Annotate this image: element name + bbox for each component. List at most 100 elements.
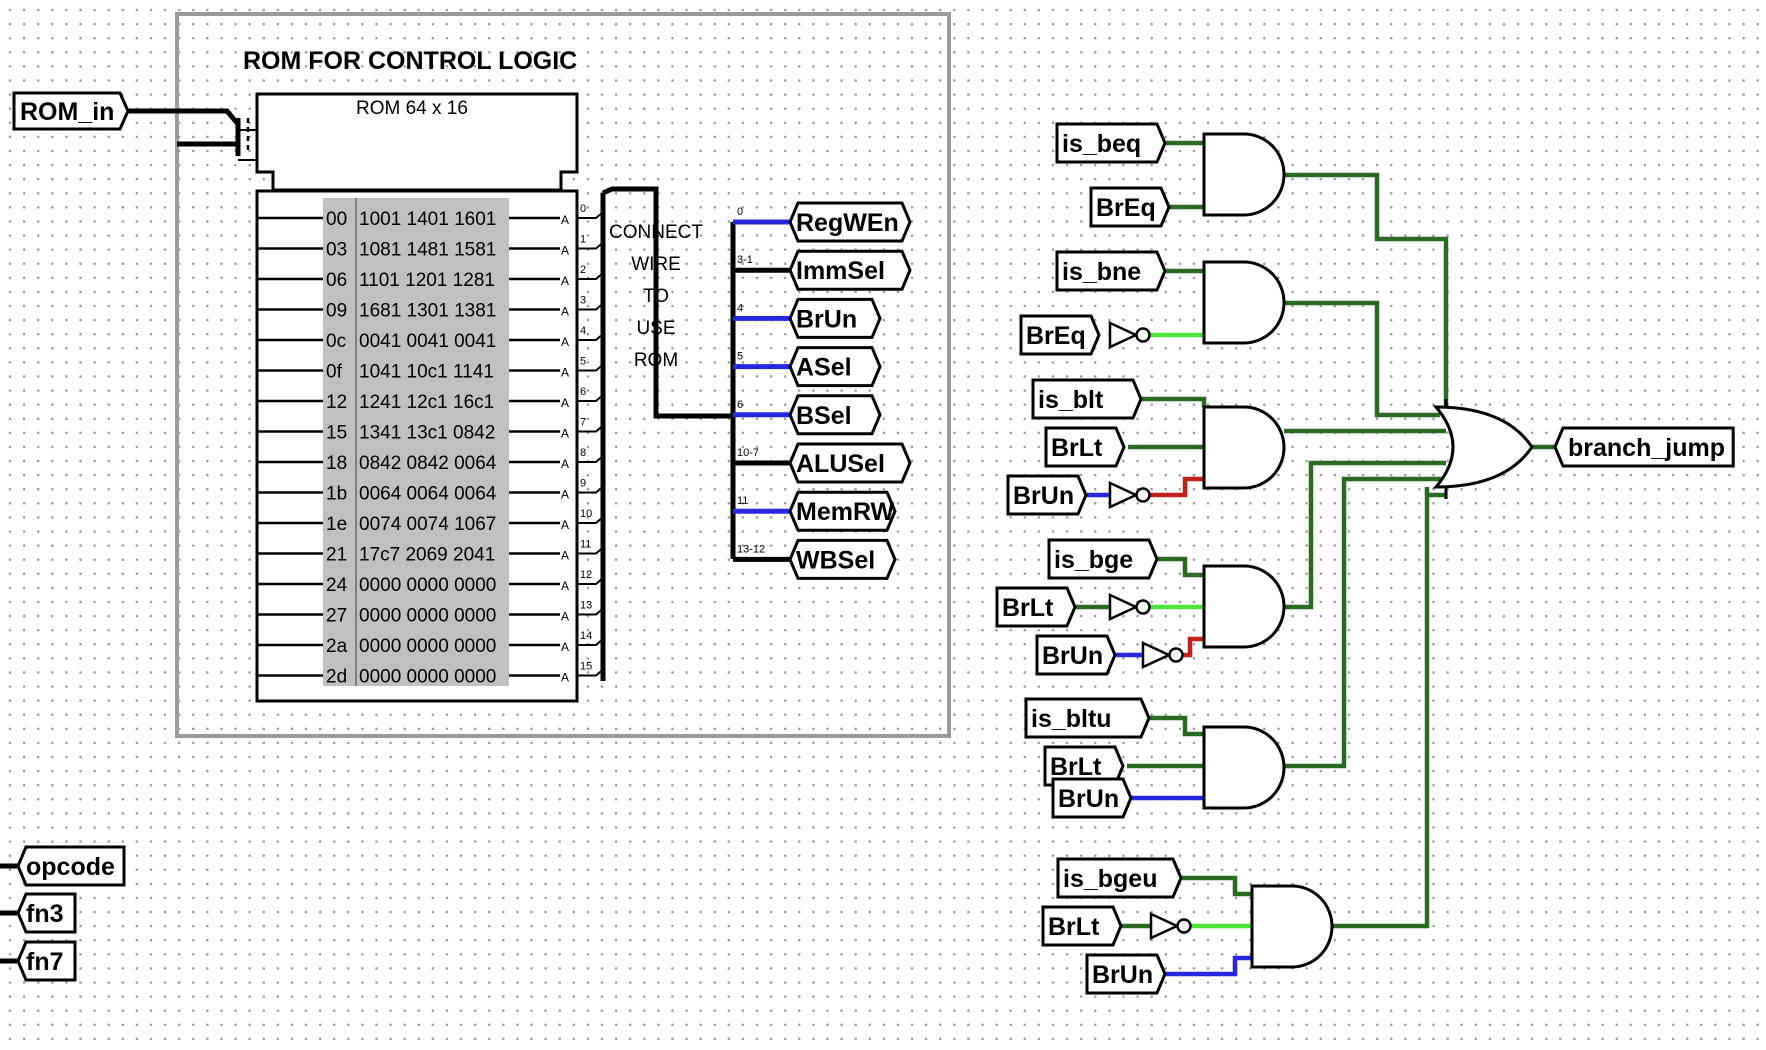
control-output-bits: 6 <box>737 399 743 411</box>
rom-bit-label: 12 <box>580 569 592 581</box>
rom-row-addr: 12 <box>326 392 347 413</box>
beq-out-wire <box>1284 172 1449 415</box>
note-line: CONNECT <box>609 222 703 243</box>
rom-out-port-label: A <box>561 579 569 593</box>
rom-row-addr: 24 <box>326 575 348 596</box>
brun-pin-2[interactable]: BrUn <box>1035 634 1117 676</box>
is-bne-pin[interactable]: is_bne <box>1055 250 1167 292</box>
rom-bit-label: 9 <box>580 478 586 490</box>
branch-jump-pin[interactable]: branch_jump <box>1553 426 1735 468</box>
is-blt-pin[interactable]: is_blt <box>1031 378 1143 420</box>
rom-output-wire <box>601 186 733 419</box>
is-bgeu-pin[interactable]: is_bgeu <box>1056 857 1183 899</box>
rom-in-label: ROM_in <box>20 98 114 126</box>
control-output-pin[interactable]: ASel <box>788 346 882 388</box>
control-output-bits: 13-12 <box>737 543 765 555</box>
rom-bit-label: 2 <box>580 264 586 276</box>
brun-pin-3[interactable]: BrUn <box>1051 777 1133 819</box>
rom-row-data: 17c7 2069 2041 <box>359 545 495 566</box>
rom-row-data: 1341 13c1 0842 <box>359 423 495 444</box>
brun-pin-4[interactable]: BrUn <box>1085 953 1167 995</box>
brlt-pin-3[interactable]: BrLt <box>1043 745 1125 787</box>
rom-bit-label: 11 <box>580 539 591 551</box>
control-output-pin[interactable]: MemRW <box>788 490 897 532</box>
wire <box>1157 556 1204 578</box>
rom-out-port-label: A <box>561 457 569 471</box>
rom-out-port-label: A <box>561 244 569 258</box>
rom-title: ROM FOR CONTROL LOGIC <box>243 47 577 75</box>
branch-jump-label: branch_jump <box>1568 434 1725 462</box>
control-output-pin[interactable]: RegWEn <box>788 201 912 243</box>
rom-out-port-label: A <box>561 671 569 685</box>
fn3-pin[interactable]: fn3 <box>0 892 77 934</box>
opcode-pin[interactable]: opcode <box>0 845 126 887</box>
rom-row-addr: 2d <box>326 667 347 688</box>
wire <box>1165 955 1252 977</box>
breq-pin-2[interactable]: BrEq <box>1019 314 1101 356</box>
fn3-label: fn3 <box>26 900 64 928</box>
not-gate <box>1141 641 1172 669</box>
is-beq-pin[interactable]: is_beq <box>1055 122 1167 164</box>
brlt-pin-4[interactable]: BrLt <box>1041 905 1123 947</box>
rom-row-addr: 21 <box>326 545 347 566</box>
rom-in-pin[interactable]: ROM_in <box>12 91 130 131</box>
branch-pin-label: BrUn <box>1058 785 1119 813</box>
rom-out-port-label: A <box>561 518 569 532</box>
control-output-pin[interactable]: BSel <box>788 394 882 436</box>
branch-pin-label: is_bge <box>1054 546 1133 574</box>
rom-row-addr: 03 <box>326 240 347 261</box>
rom-row-data: 0000 0000 0000 <box>359 667 496 688</box>
is-bge-pin[interactable]: is_bge <box>1047 538 1159 580</box>
control-output-label: MemRW <box>796 498 895 526</box>
fn7-label: fn7 <box>26 948 64 976</box>
control-output-label: BrUn <box>796 305 857 333</box>
branch-pin-label: is_bne <box>1062 258 1141 286</box>
control-output-bits: 4 <box>737 302 743 314</box>
rom-bit-label: 13 <box>580 600 592 612</box>
wire <box>1181 875 1252 897</box>
and-gate <box>1202 725 1286 810</box>
control-output-bits: 3-1 <box>737 254 753 266</box>
control-output-pin[interactable]: ImmSel <box>788 249 912 291</box>
control-output-pin[interactable]: ALUSel <box>788 442 912 484</box>
rom-memory-table <box>323 198 509 686</box>
rom-bit-label: 15 <box>580 661 592 673</box>
rom-out-port-label: A <box>561 549 569 563</box>
rom-row-data: 0000 0000 0000 <box>359 636 496 657</box>
bge-out-wire <box>1284 460 1446 610</box>
control-output-pin[interactable]: BrUn <box>788 297 882 339</box>
rom-in-wire <box>128 108 240 126</box>
not-bubble <box>1135 599 1151 615</box>
or-gate <box>1432 405 1534 489</box>
rom-row-data: 1241 12c1 16c1 <box>359 392 494 413</box>
rom-row-addr: 0c <box>326 331 346 352</box>
wire <box>1141 396 1207 407</box>
rom-out-port-label: A <box>561 610 569 624</box>
is-bltu-pin[interactable]: is_bltu <box>1024 697 1151 739</box>
and-gate <box>1250 884 1334 969</box>
rom-out-port-label: A <box>561 396 569 410</box>
branch-pin-label: is_beq <box>1062 130 1141 158</box>
note-line: ROM <box>634 350 678 371</box>
brun-pin[interactable]: BrUn <box>1006 474 1088 516</box>
breq-pin[interactable]: BrEq <box>1089 186 1171 228</box>
rom-bit-label: 3 <box>580 295 586 307</box>
and-gate <box>1202 260 1286 345</box>
bne-out-wire <box>1284 300 1440 418</box>
rom-bit-label: 4 <box>580 325 586 337</box>
control-output-bits: 10-7 <box>737 447 759 459</box>
rom-bit-label: 6 <box>580 386 586 398</box>
not-bubble <box>1168 647 1184 663</box>
control-output-pin[interactable]: WBSel <box>788 538 897 580</box>
fn7-pin[interactable]: fn7 <box>0 940 77 982</box>
not-bubble <box>1176 918 1192 934</box>
branch-pin-label: is_bgeu <box>1063 865 1157 893</box>
brlt-pin-2[interactable]: BrLt <box>995 586 1077 628</box>
brlt-pin[interactable]: BrLt <box>1044 426 1126 468</box>
and-gate <box>1202 405 1286 490</box>
control-output-bits: 5 <box>737 351 743 363</box>
rom-row-data: 1081 1481 1581 <box>359 240 496 261</box>
